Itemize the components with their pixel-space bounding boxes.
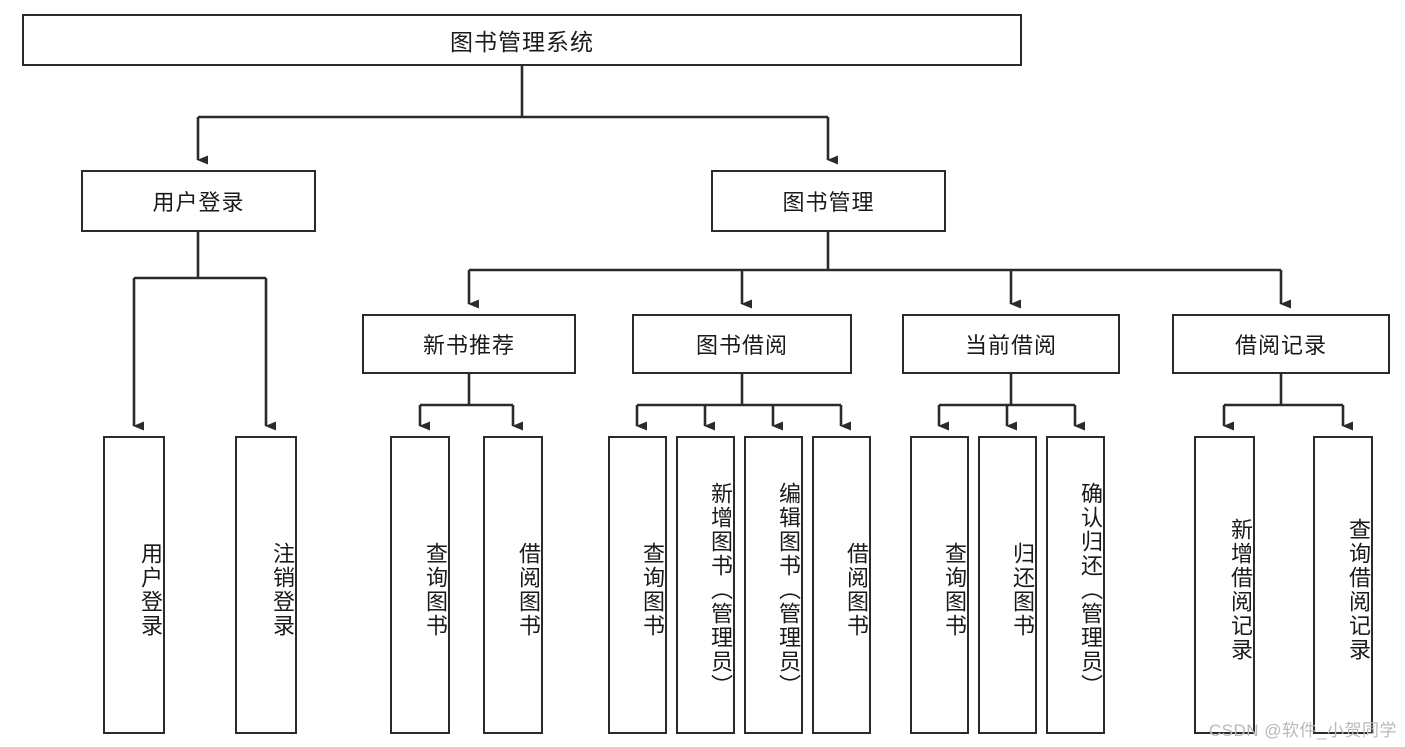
node-new-book-recommend[interactable]: 新书推荐 — [362, 314, 576, 374]
leaf-user-login[interactable]: 用户登录 — [103, 436, 165, 734]
leaf-edit-book-admin[interactable]: 编辑图书（管理员） — [744, 436, 803, 734]
node-book-manage[interactable]: 图书管理 — [711, 170, 946, 232]
leaf-add-book-admin[interactable]: 新增图书（管理员） — [676, 436, 735, 734]
leaf-return-book[interactable]: 归还图书 — [978, 436, 1037, 734]
csdn-watermark: CSDN @软件_小贺同学 — [1208, 721, 1397, 740]
leaf-confirm-return-admin[interactable]: 确认归还（管理员） — [1046, 436, 1105, 734]
node-borrow-record[interactable]: 借阅记录 — [1172, 314, 1390, 374]
leaf-query-book-borrow[interactable]: 查询图书 — [608, 436, 667, 734]
node-current-borrow[interactable]: 当前借阅 — [902, 314, 1120, 374]
leaf-borrow-book-recommend[interactable]: 借阅图书 — [483, 436, 543, 734]
leaf-query-book-recommend[interactable]: 查询图书 — [390, 436, 450, 734]
node-user-login[interactable]: 用户登录 — [81, 170, 316, 232]
leaf-logout[interactable]: 注销登录 — [235, 436, 297, 734]
leaf-borrow-book[interactable]: 借阅图书 — [812, 436, 871, 734]
node-root[interactable]: 图书管理系统 — [22, 14, 1022, 66]
leaf-add-borrow-record[interactable]: 新增借阅记录 — [1194, 436, 1255, 734]
node-book-borrow[interactable]: 图书借阅 — [632, 314, 852, 374]
leaf-query-book-current[interactable]: 查询图书 — [910, 436, 969, 734]
leaf-query-borrow-record[interactable]: 查询借阅记录 — [1313, 436, 1373, 734]
